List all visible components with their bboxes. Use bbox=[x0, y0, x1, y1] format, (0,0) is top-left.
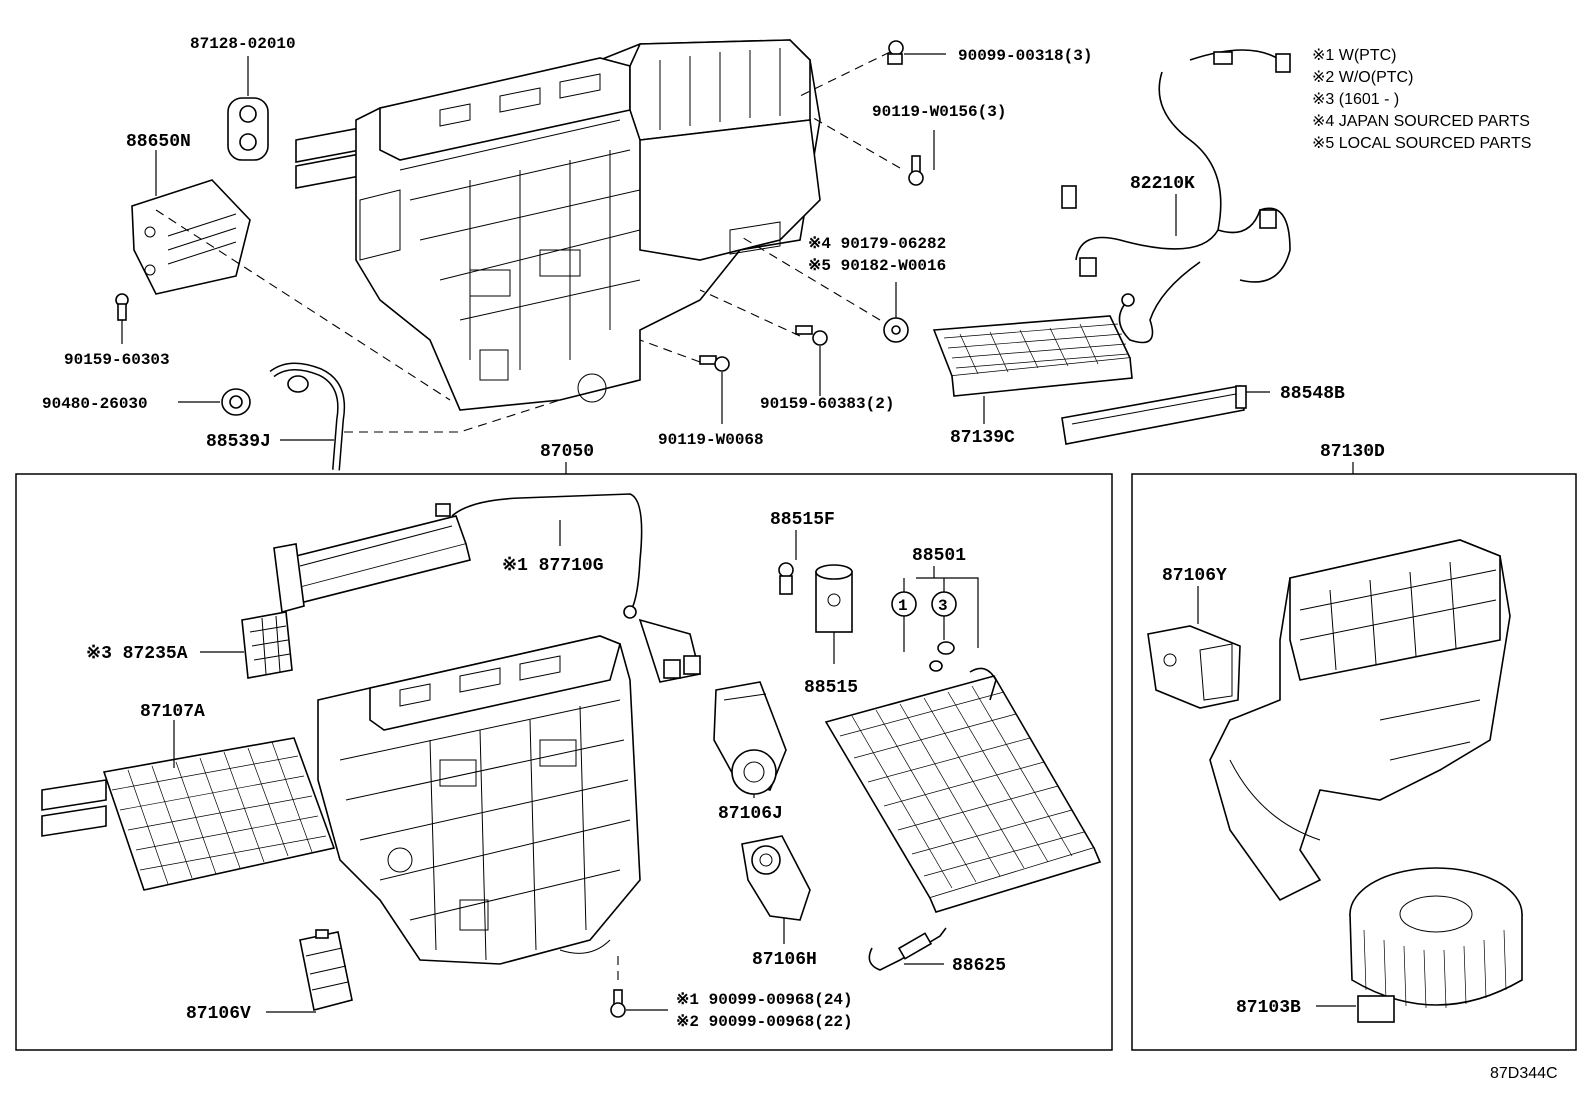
label-87106Y: 87106Y bbox=[1162, 566, 1227, 586]
label-87050: 87050 bbox=[540, 442, 594, 462]
blower-housing-87130D bbox=[1209, 539, 1511, 902]
label-90159-60383: 90159-60383(2) bbox=[760, 395, 894, 413]
valve-88515 bbox=[815, 564, 853, 633]
label-88501: 88501 bbox=[912, 546, 966, 566]
ecu-88650N bbox=[131, 179, 251, 295]
leader-88501 bbox=[916, 577, 979, 648]
screw-90159-60303 bbox=[115, 293, 129, 321]
hose-88539J bbox=[269, 362, 345, 471]
dash-90159-60383 bbox=[699, 289, 801, 337]
evaporator-88501 bbox=[824, 667, 1102, 913]
label-87103B: 87103B bbox=[1236, 998, 1301, 1018]
label-87130D: 87130D bbox=[1320, 442, 1385, 462]
filter-87139C bbox=[932, 315, 1133, 397]
damper-87235A bbox=[241, 611, 293, 679]
dash-hose bbox=[344, 399, 561, 433]
clamp-90480-26030 bbox=[221, 388, 251, 416]
heater-core-87107A bbox=[41, 737, 336, 891]
blower-assembly-frame bbox=[1131, 473, 1577, 1051]
screw-90099-00318 bbox=[887, 40, 904, 65]
label-87106J: 87106J bbox=[718, 804, 783, 824]
label-90480-26030: 90480-26030 bbox=[42, 395, 148, 413]
hvac-housing-87050 bbox=[317, 635, 641, 965]
label-82210K: 82210K bbox=[1130, 174, 1195, 194]
label-87128: 87128-02010 bbox=[190, 35, 296, 53]
label-88650N: 88650N bbox=[126, 132, 191, 152]
label-90119-W0156: 90119-W0156(3) bbox=[872, 103, 1006, 121]
servo-87106J bbox=[713, 681, 787, 795]
note-5: ※5 LOCAL SOURCED PARTS bbox=[1312, 135, 1531, 152]
label-88539J: 88539J bbox=[206, 432, 271, 452]
screw-90119-W0068 bbox=[699, 355, 730, 372]
hvac-unit-top bbox=[295, 39, 821, 411]
dash-90119-w0156 bbox=[809, 115, 901, 169]
label-87106V: 87106V bbox=[186, 1004, 251, 1024]
label-90182-W0016: ※5 90182-W0016 bbox=[808, 257, 946, 275]
label-87235A: ※3 87235A bbox=[86, 644, 188, 664]
dash-ecu bbox=[155, 209, 451, 401]
servo-87106V bbox=[299, 929, 353, 1011]
dash-90179 bbox=[739, 235, 881, 321]
screw-90099-00968 bbox=[610, 989, 626, 1018]
thermistor-88625 bbox=[868, 927, 947, 971]
screw-90159-60383 bbox=[795, 325, 828, 346]
label-90179-06282: ※4 90179-06282 bbox=[808, 235, 946, 253]
harness-82210K bbox=[1061, 49, 1291, 344]
dash-90119-w0068 bbox=[639, 339, 701, 363]
circle-ref-1-text: 1 bbox=[898, 597, 908, 615]
o-ring-large bbox=[937, 641, 955, 655]
note-4: ※4 JAPAN SOURCED PARTS bbox=[1312, 113, 1530, 130]
diagram-code: 87D344C bbox=[1490, 1065, 1558, 1082]
nut-90179-90182 bbox=[883, 317, 909, 343]
label-87106H: 87106H bbox=[752, 950, 817, 970]
label-87107A: 87107A bbox=[140, 702, 205, 722]
note-2: ※2 W/O(PTC) bbox=[1312, 69, 1413, 86]
o-ring-small bbox=[929, 660, 943, 672]
label-88515: 88515 bbox=[804, 678, 858, 698]
notes-block: ※1 W(PTC) ※2 W/O(PTC) ※3 (1601 - ) ※4 JA… bbox=[1312, 47, 1531, 152]
label-90099-00318: 90099-00318(3) bbox=[958, 47, 1092, 65]
servo-87106Y bbox=[1147, 625, 1241, 709]
screw-88515F bbox=[778, 562, 794, 595]
blower-motor-87103B bbox=[1349, 867, 1523, 1023]
label-88625: 88625 bbox=[952, 956, 1006, 976]
label-87139C: 87139C bbox=[950, 428, 1015, 448]
label-88548B: 88548B bbox=[1280, 384, 1345, 404]
note-1: ※1 W(PTC) bbox=[1312, 47, 1397, 64]
screw-90119-W0156 bbox=[908, 155, 924, 186]
note-3: ※3 (1601 - ) bbox=[1312, 91, 1399, 108]
servo-87106H bbox=[741, 835, 811, 921]
ptc-heater-87710G bbox=[273, 493, 701, 683]
label-90099-00968-24: ※1 90099-00968(24) bbox=[676, 991, 853, 1009]
grommet-87128 bbox=[227, 97, 269, 161]
label-90099-00968-22: ※2 90099-00968(22) bbox=[676, 1013, 853, 1031]
circle-ref-3-text: 3 bbox=[938, 597, 948, 615]
label-88515F: 88515F bbox=[770, 510, 835, 530]
main-assembly-frame bbox=[15, 473, 1113, 1051]
dash-90099-00318 bbox=[799, 51, 891, 97]
label-87710G: ※1 87710G bbox=[502, 556, 604, 576]
label-90119-W0068: 90119-W0068 bbox=[658, 431, 764, 449]
label-90159-60303: 90159-60303 bbox=[64, 351, 170, 369]
element-88548B bbox=[1061, 385, 1247, 445]
